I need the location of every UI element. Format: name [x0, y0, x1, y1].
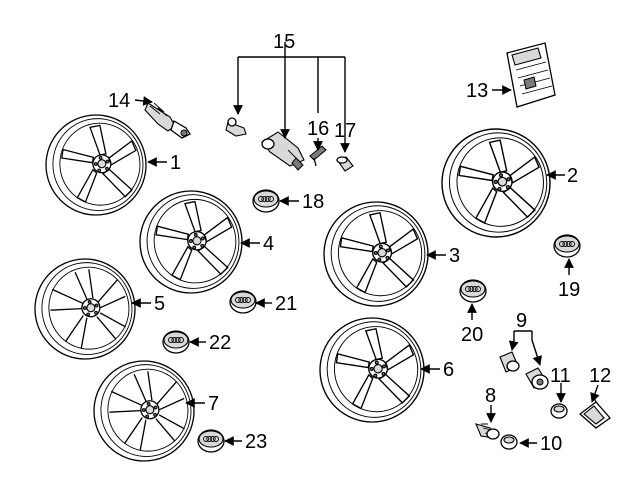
- callout-13: 13: [466, 80, 488, 102]
- callout-7: 7: [208, 393, 219, 415]
- wheel-1: [36, 105, 156, 225]
- tpms-sensor-part: [261, 131, 305, 171]
- bolt-cap-11-part: [550, 403, 568, 419]
- callout-9: 9: [516, 310, 527, 332]
- wheel-7: [84, 351, 204, 471]
- center-cap-22: [162, 330, 190, 354]
- callout-19: 19: [558, 279, 580, 301]
- callout-12: 12: [589, 365, 611, 387]
- wheel-5: [25, 249, 145, 369]
- tpms-valve-part: [225, 117, 247, 137]
- wheel-3: [313, 191, 439, 317]
- callout-17: 17: [334, 120, 356, 142]
- wheel-4: [129, 180, 253, 304]
- lock-bolt-part: [499, 351, 520, 373]
- callout-18: 18: [302, 191, 324, 213]
- leader-lines: [131, 42, 600, 448]
- callout-3: 3: [449, 245, 460, 267]
- callout-1: 1: [170, 152, 181, 174]
- lock-key-part: [525, 367, 549, 390]
- callout-5: 5: [154, 293, 165, 315]
- cap-puller-tool-part: [578, 393, 611, 429]
- wheel-6: [309, 307, 435, 433]
- callout-10: 10: [540, 433, 562, 455]
- bolt-cap-10-part: [500, 434, 518, 450]
- valve-cap-part: [336, 156, 354, 172]
- instruction-booklet-part: [506, 42, 556, 108]
- callout-4: 4: [263, 233, 274, 255]
- callout-11: 11: [550, 365, 571, 387]
- callout-labels: 1 2 3 4 5 6 7 8 9 10 11 12 13 14 15 16 1…: [108, 31, 611, 455]
- callout-21: 21: [275, 293, 297, 315]
- wheel-bolt-part: [475, 423, 500, 440]
- center-cap-23: [197, 429, 225, 453]
- callout-8: 8: [485, 385, 496, 407]
- callout-20: 20: [461, 324, 483, 346]
- center-cap-20: [459, 279, 487, 303]
- callout-16: 16: [307, 118, 329, 140]
- center-cap-18: [252, 189, 280, 213]
- callout-22: 22: [209, 332, 231, 354]
- callout-6: 6: [443, 359, 454, 381]
- valve-stem-part: [144, 102, 191, 139]
- callout-14: 14: [108, 90, 130, 112]
- callout-2: 2: [567, 165, 578, 187]
- wheel-2: [431, 118, 561, 248]
- center-cap-21: [229, 290, 257, 314]
- center-cap-19: [553, 234, 581, 258]
- callout-23: 23: [245, 431, 267, 453]
- callout-15: 15: [273, 31, 295, 53]
